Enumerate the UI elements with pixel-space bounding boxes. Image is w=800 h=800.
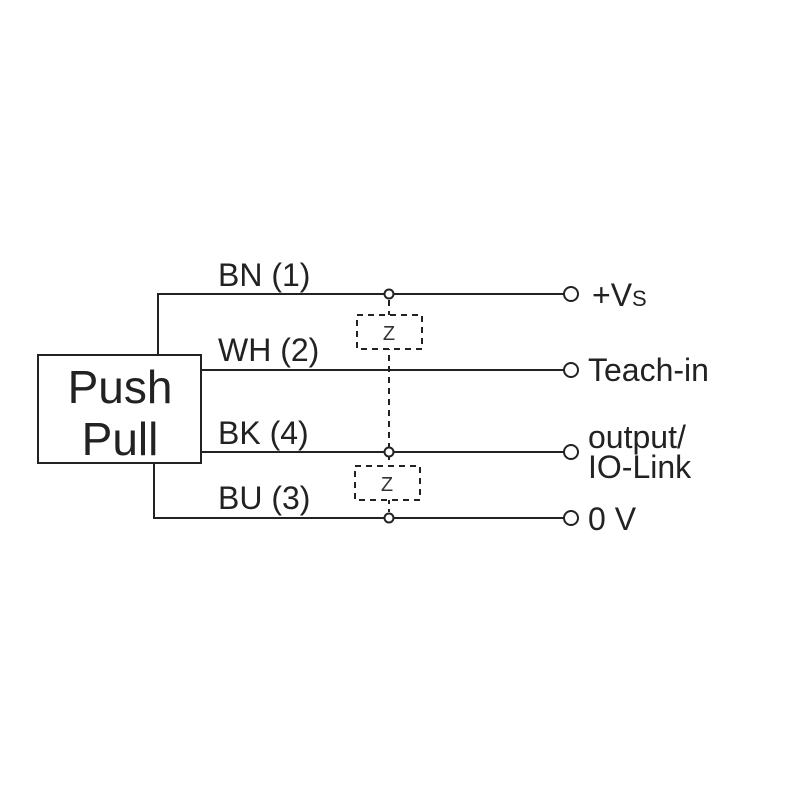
load-z-upper-label: Z — [383, 323, 395, 345]
wire-bu-label: BU (3) — [218, 480, 310, 516]
wire-bk-label: BK (4) — [218, 415, 309, 451]
terminal-0v-label: 0 V — [588, 501, 637, 537]
junction-node-bn — [383, 288, 395, 300]
terminal-vs-label: +VS — [592, 277, 647, 313]
terminal-0v — [563, 510, 579, 526]
terminal-vs — [563, 286, 579, 302]
terminal-output-label-line1: output/ — [588, 419, 686, 455]
wire-bu — [153, 463, 564, 519]
load-z-lower — [354, 465, 421, 501]
wire-bn-label: BN (1) — [218, 257, 310, 293]
terminal-output-label-line2: IO-Link — [588, 449, 692, 485]
junction-node-bk — [383, 446, 395, 458]
wire-bn — [157, 293, 564, 355]
box-label-line2: Pull — [82, 413, 159, 465]
wire-wh-label: WH (2) — [218, 332, 319, 368]
box-label-line1: Push — [68, 361, 173, 413]
load-z-upper — [356, 314, 423, 350]
junction-node-bu — [383, 512, 395, 524]
push-pull-box — [37, 354, 202, 464]
terminal-teach-in-label: Teach-in — [588, 352, 709, 388]
load-z-lower-label: Z — [381, 474, 393, 496]
terminal-teach-in — [563, 362, 579, 378]
terminal-output — [563, 444, 579, 460]
